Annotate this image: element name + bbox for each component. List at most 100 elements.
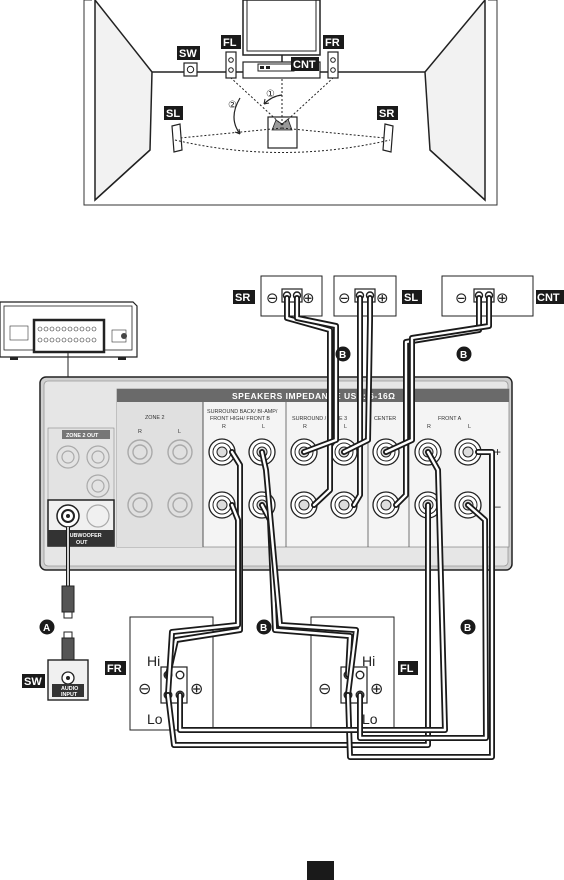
- cnt-plus-symbol: ⊕: [496, 289, 509, 307]
- speaker-terminal: [454, 438, 482, 466]
- fl-lo-label: Lo: [362, 711, 378, 727]
- speaker-wire-core: [342, 296, 372, 454]
- sb-l-label: L: [262, 424, 265, 430]
- svg-text:CNT: CNT: [537, 292, 560, 304]
- front-a-label: FRONT A: [438, 416, 462, 422]
- zone2-r-label: R: [138, 429, 142, 435]
- room-tag-cnt: CNT: [291, 57, 319, 71]
- panel-minus: –: [494, 499, 501, 513]
- sr-minus-symbol: ⊖: [266, 289, 279, 307]
- speaker-wire-core: [358, 503, 488, 740]
- speakers-header: SPEAKERS IMPEDANCE USE: 6-16Ω: [232, 391, 396, 401]
- cnt-minus-symbol: ⊖: [455, 289, 468, 307]
- svg-text:SW: SW: [24, 676, 42, 688]
- speaker-wire-core: [285, 296, 332, 507]
- cable-badge-a: A: [39, 619, 55, 635]
- cable-badge-b-fr: B: [256, 619, 272, 635]
- speaker-wire-core: [352, 296, 362, 507]
- cable-badge-b-fl: B: [460, 619, 476, 635]
- rear-panel: SPEAKERS IMPEDANCE USE: 6-16Ω ZONE 2 R L…: [39, 376, 513, 571]
- fl-minus-symbol: ⊖: [318, 679, 331, 698]
- center-label: CENTER: [374, 416, 396, 422]
- svg-text:FR: FR: [107, 663, 122, 675]
- sl-minus-symbol: ⊖: [338, 289, 351, 307]
- fa-r-label: R: [427, 424, 431, 430]
- speaker-wire-core: [166, 503, 240, 697]
- svg-text:CNT: CNT: [293, 59, 316, 71]
- svg-text:SW: SW: [179, 48, 197, 60]
- svg-text:B: B: [460, 350, 467, 361]
- sr-plus-symbol: ⊕: [302, 289, 315, 307]
- svg-text:SR: SR: [379, 108, 394, 120]
- page-number-block: [307, 861, 334, 880]
- sur-r-label: R: [303, 424, 307, 430]
- zone2-out-jacks: [56, 445, 110, 498]
- room-tag-sr: SR: [377, 106, 398, 120]
- angle-1-label: ①: [266, 89, 275, 100]
- subwoofer-out-label-2: OUT: [76, 540, 88, 546]
- speaker-wire-core: [384, 296, 491, 454]
- zone2-terminals: [127, 439, 193, 518]
- subwoofer-out-jack: [56, 504, 80, 528]
- svg-text:SL: SL: [166, 108, 180, 120]
- room-tag-fr: FR: [323, 35, 344, 49]
- speaker-terminal: [208, 438, 236, 466]
- fr-plus-symbol: ⊕: [190, 679, 203, 698]
- svg-text:B: B: [339, 350, 346, 361]
- surround-zone3-label: SURROUND / ZONE 3: [292, 416, 347, 422]
- speaker-wire-core: [166, 503, 430, 747]
- tag-fr: FR: [105, 661, 126, 675]
- speaker-wire-core: [295, 296, 338, 454]
- room-layout: ① ② SW FL FR CNT SL SR: [83, 0, 498, 206]
- sl-plus-symbol: ⊕: [376, 289, 389, 307]
- room-tag-fl: FL: [221, 35, 241, 49]
- fr-minus-symbol: ⊖: [138, 679, 151, 698]
- tag-sl: SL: [402, 290, 422, 304]
- fr-lo-label: Lo: [147, 711, 163, 727]
- tag-sw: SW: [22, 674, 45, 688]
- svg-text:FR: FR: [325, 37, 340, 49]
- tag-fl: FL: [398, 661, 418, 675]
- svg-text:SL: SL: [404, 292, 418, 304]
- surround-back-label-1: SURROUND BACK/ BI-AMP/: [207, 409, 278, 415]
- speaker-terminal: [330, 491, 358, 519]
- svg-text:FL: FL: [223, 37, 237, 49]
- speaker-terminal: [290, 491, 318, 519]
- fl-plus-symbol: ⊕: [370, 679, 383, 698]
- room-tag-sl: SL: [164, 106, 183, 120]
- angle-2-label: ②: [228, 100, 237, 111]
- zone2-label: ZONE 2: [145, 415, 164, 421]
- sb-r-label: R: [222, 424, 226, 430]
- speaker-wire-core: [394, 296, 481, 507]
- svg-text:B: B: [260, 623, 267, 634]
- tag-cnt: CNT: [536, 290, 564, 304]
- speaker-wires: [165, 295, 495, 760]
- cable-badge-b-cnt: B: [456, 346, 472, 362]
- subwoofer-out-label-1: SUBWOOFER: [66, 533, 102, 539]
- zone2-out-label: ZONE 2 OUT: [66, 433, 99, 439]
- tag-sr: SR: [233, 290, 255, 304]
- speaker-box-sr: ⊖ ⊕: [260, 275, 323, 317]
- audio-input-label-1: AUDIO: [61, 686, 78, 692]
- speaker-wire-core: [260, 450, 358, 697]
- speaker-wire-core: [178, 450, 447, 732]
- svg-text:A: A: [43, 623, 50, 634]
- sur-l-label: L: [344, 424, 347, 430]
- receiver-thumbnail: [0, 301, 138, 377]
- svg-text:FL: FL: [400, 663, 414, 675]
- speaker-wire-core: [346, 450, 494, 759]
- surround-back-label-2: FRONT HIGH/ FRONT B: [210, 416, 270, 422]
- cable-badge-b-sr: B: [335, 346, 351, 362]
- speaker-box-sl: ⊖ ⊕: [333, 275, 397, 317]
- svg-text:B: B: [464, 623, 471, 634]
- zone2-l-label: L: [178, 429, 181, 435]
- fl-hi-label: Hi: [362, 653, 375, 669]
- speaker-terminal: [372, 491, 400, 519]
- subwoofer-cable: [61, 527, 75, 672]
- audio-input-label-2: INPUT: [61, 692, 78, 698]
- svg-text:SR: SR: [235, 292, 250, 304]
- room-tag-sw: SW: [177, 46, 200, 60]
- panel-plus: +: [494, 445, 501, 459]
- fa-l-label: L: [468, 424, 471, 430]
